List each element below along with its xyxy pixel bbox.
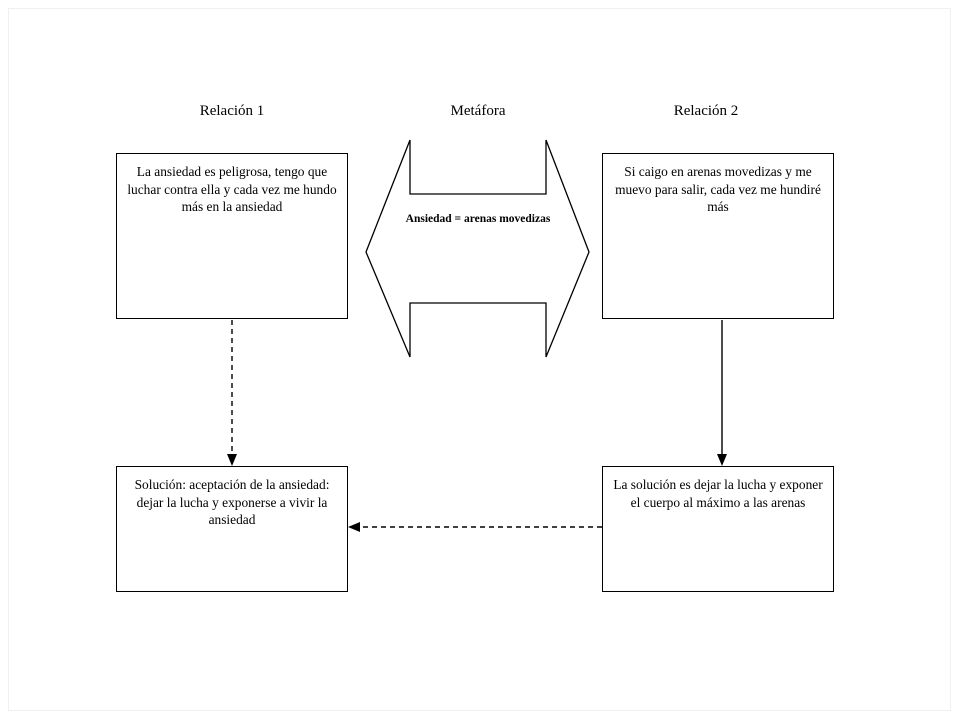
box-anxiety-problem[interactable]: La ansiedad es peligrosa, tengo que luch… (116, 153, 348, 319)
arrow-quicksand-solution-to-anxiety-solution (348, 522, 602, 532)
box-anxiety-solution-text: Solución: aceptación de la ansiedad: dej… (134, 477, 330, 528)
box-quicksand-solution[interactable]: La solución es dejar la lucha y exponer … (602, 466, 834, 592)
box-quicksand-problem[interactable]: Si caigo en arenas movedizas y me muevo … (602, 153, 834, 319)
box-anxiety-solution[interactable]: Solución: aceptación de la ansiedad: dej… (116, 466, 348, 592)
column-header-relacion-2: Relación 2 (673, 103, 739, 119)
metaphor-shape-label: Ansiedad = arenas movedizas (405, 213, 551, 225)
column-header-metafora: Metáfora (450, 103, 506, 119)
double-arrow-shape (365, 139, 590, 358)
column-header-relacion-1: Relación 1 (199, 103, 265, 119)
box-anxiety-problem-text: La ansiedad es peligrosa, tengo que luch… (127, 164, 337, 215)
arrow-quicksand-problem-to-solution (717, 320, 727, 466)
box-quicksand-problem-text: Si caigo en arenas movedizas y me muevo … (615, 164, 821, 215)
box-quicksand-solution-text: La solución es dejar la lucha y exponer … (613, 477, 823, 510)
arrow-anxiety-problem-to-solution (227, 320, 237, 466)
